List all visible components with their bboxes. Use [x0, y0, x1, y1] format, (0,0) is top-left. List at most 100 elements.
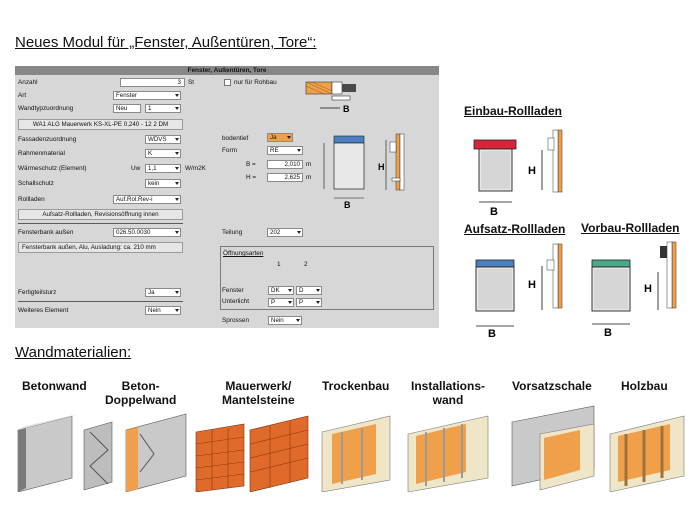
fensterbank-select[interactable]: 026.50.0030 — [113, 228, 181, 237]
vorbau-drawing: B H — [591, 241, 677, 338]
install-studs — [425, 424, 463, 486]
window-elevation-drawing: B H — [323, 133, 405, 208]
bodentief-label: bodentief — [222, 135, 249, 142]
oeffnungsarten-title: Öffnungsarten — [223, 250, 264, 257]
b-unit: m — [306, 161, 312, 168]
dw-lattice-1 — [89, 431, 109, 485]
window-pane — [333, 142, 365, 190]
install-insulation — [416, 424, 466, 484]
timber-studs — [624, 426, 664, 486]
fertigteilsturz-select-value: Ja — [148, 289, 155, 296]
aufsatz-section-insulation — [557, 243, 563, 309]
trockenbau-image — [321, 415, 391, 492]
wandtyp-input[interactable]: Neu — [113, 104, 141, 113]
dw-lattice-2 — [139, 433, 155, 473]
concrete-top — [18, 414, 78, 430]
h-input[interactable]: 2,625 — [267, 173, 303, 182]
weiteres-label: Weiteres Element — [18, 307, 69, 314]
einbau-shutter-box — [473, 139, 517, 150]
rolladen-select[interactable]: Auf.Rol.Rev-i — [113, 195, 181, 204]
chevron-down-icon — [175, 182, 179, 185]
col-1-label: 1 — [277, 261, 281, 268]
rahmen-select[interactable]: K — [145, 149, 181, 158]
h-label: H = — [246, 174, 257, 181]
einbau-glass — [481, 151, 510, 189]
art-select-value: Fenster — [116, 92, 137, 99]
form-select-value: RE — [270, 147, 279, 154]
section-wall — [399, 133, 405, 191]
teilung-select[interactable]: 202 — [267, 228, 303, 237]
divider — [18, 301, 183, 302]
einbau-section-insulation — [557, 129, 563, 193]
wandtyp-label: Wandtypzuordnung — [18, 105, 74, 112]
frame-profile — [331, 95, 351, 101]
teilung-select-value: 202 — [270, 229, 281, 236]
einbau-drawing: B H — [473, 129, 563, 216]
waerme-select[interactable]: 1,1 — [145, 164, 181, 173]
waerme-label: Wärmeschutz (Element) — [18, 165, 87, 172]
vorbau-section-insulation — [671, 241, 677, 309]
aufsatz-section-box — [546, 259, 555, 271]
dw-outer-1 — [83, 421, 113, 491]
teilung-label: Teilung — [222, 229, 243, 236]
unterlicht-row-label: Unterlicht — [222, 298, 249, 305]
einbau-title: Einbau-Rollladen — [464, 104, 563, 118]
rahmen-label: Rahmenmaterial — [18, 150, 65, 157]
col-2-label: 2 — [304, 261, 308, 268]
b-input[interactable]: 2,010 — [267, 160, 303, 169]
fertigteilsturz-label: Fertigteilsturz — [18, 289, 57, 296]
insulation-hatch — [305, 81, 333, 95]
mauerwerk-image — [195, 415, 309, 492]
waerme-select-value: 1,1 — [148, 165, 157, 172]
waerme-unit: W/m2K — [185, 165, 206, 172]
page-heading: Neues Modul für „Fenster, Außentüren, To… — [15, 34, 317, 51]
fenster-col2-select[interactable]: D — [296, 286, 322, 295]
fassade-select-value: WDVS — [148, 136, 167, 143]
sprossen-select[interactable]: Nein — [268, 316, 302, 325]
rolladen-label: Rollladen — [18, 196, 45, 203]
section-insulation — [395, 133, 401, 191]
h-unit: m — [306, 174, 312, 181]
chevron-down-icon — [175, 107, 179, 110]
anzahl-input[interactable]: 3 — [120, 78, 185, 87]
b-label-drawing: B — [344, 200, 351, 208]
chevron-down-icon — [316, 301, 320, 304]
vorbau-section-wall — [666, 241, 673, 309]
wandtyp-select-value: 1 — [148, 105, 152, 112]
fassade-select[interactable]: WDVS — [145, 135, 181, 144]
wandtyp-select[interactable]: 1 — [145, 104, 181, 113]
form-select[interactable]: RE — [267, 146, 303, 155]
walls-heading: Wandmaterialien: — [15, 344, 132, 361]
art-select[interactable]: Fenster — [113, 91, 181, 100]
b-dim-label: B — [343, 104, 350, 114]
wall-label: Trockenbau — [322, 379, 390, 393]
aufsatz-drawing: B H — [475, 243, 563, 338]
chevron-down-icon — [175, 291, 179, 294]
bodentief-select-value: Ja — [270, 134, 277, 141]
chevron-down-icon — [296, 319, 300, 322]
fertigteilsturz-select[interactable]: Ja — [145, 288, 181, 297]
weiteres-select-value: Nein — [148, 307, 161, 314]
vorbau-title: Vorbau-Rollladen — [581, 221, 680, 235]
schall-label: Schallschutz — [18, 180, 54, 187]
chevron-down-icon — [288, 301, 292, 304]
unterlicht-col2-select[interactable]: P — [296, 298, 322, 307]
vorbau-shutter-box — [591, 259, 631, 268]
nur-rohbau-label: nur für Rohbau — [234, 79, 277, 86]
nur-rohbau-checkbox[interactable] — [224, 79, 231, 86]
bodentief-select[interactable]: Ja — [267, 133, 293, 142]
fensterbank-description: Fensterbank außen, Alu, Ausladung: ca. 2… — [18, 242, 183, 253]
brick-wall-2 — [249, 415, 309, 492]
fenster-col1-select[interactable]: DK — [268, 286, 294, 295]
einbau-section-box — [547, 137, 555, 151]
section-box — [389, 141, 397, 153]
unterlicht-col1-value: P — [271, 299, 276, 306]
fassade-label: Fassadenzuordnung — [18, 136, 77, 143]
vorbau-section-box — [660, 246, 667, 258]
brick-wall-1 — [195, 423, 245, 492]
unterlicht-col1-select[interactable]: P — [268, 298, 294, 307]
weiteres-select[interactable]: Nein — [145, 306, 181, 315]
chevron-down-icon — [316, 289, 320, 292]
unterlicht-col2-value: P — [299, 299, 304, 306]
schall-select[interactable]: kein — [145, 179, 181, 188]
